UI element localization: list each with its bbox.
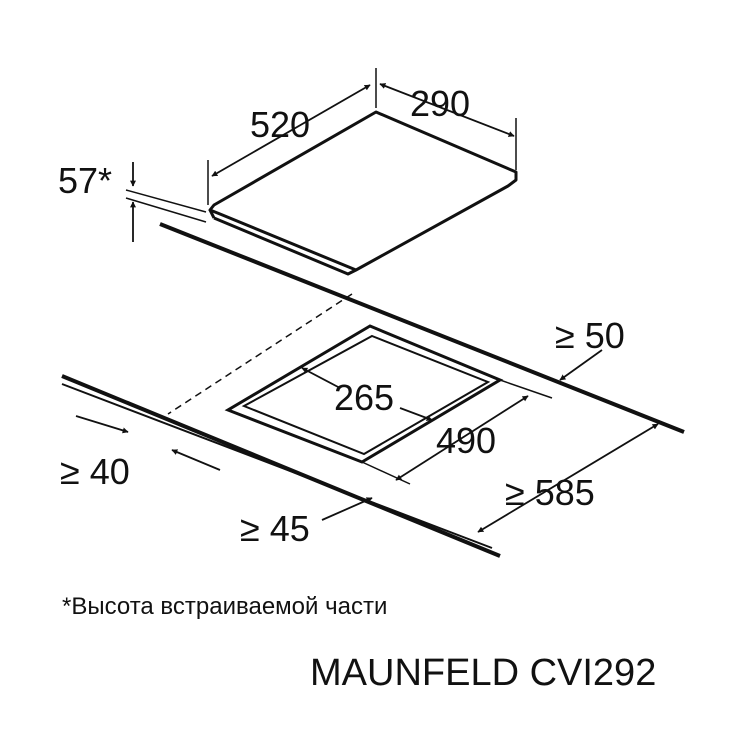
hob-dimension-arrows (130, 83, 515, 242)
arrow-490 (395, 395, 529, 481)
ext-line-height-bottom (125, 197, 207, 223)
label-40: ≥ 40 (60, 451, 130, 492)
arrow-520 (211, 84, 371, 177)
model-name: MAUNFELD CVI292 (310, 652, 657, 694)
label-50: ≥ 50 (555, 315, 625, 356)
cutout (224, 324, 553, 485)
projection-dashed-line (167, 293, 353, 415)
arrow-585 (477, 423, 659, 533)
countertop-rear-edge (159, 222, 685, 434)
label-265: 265 (334, 377, 394, 418)
cutout-inner (241, 334, 491, 456)
countertop (61, 222, 685, 558)
arrow-40-left (75, 415, 129, 434)
countertop-edge-thin (61, 383, 493, 549)
label-520: 520 (250, 104, 310, 145)
label-45: ≥ 45 (240, 508, 310, 549)
clearance-arrows (75, 349, 659, 533)
label-585: ≥ 585 (505, 472, 595, 513)
arrow-50 (559, 349, 603, 381)
ext-line-cutout-right (499, 379, 553, 399)
hob-top-view (125, 68, 518, 276)
ext-line-height-top (125, 189, 207, 213)
label-290: 290 (410, 83, 470, 124)
footnote: *Высота встраиваемой части (62, 593, 388, 620)
arrow-265-left (301, 367, 341, 389)
hob-front-edge (213, 216, 357, 276)
label-57: 57* (58, 160, 112, 201)
ext-line-cutout-bottom (361, 461, 411, 485)
arrow-290 (379, 83, 515, 137)
hob-side-edge (208, 209, 216, 219)
countertop-front-edge (61, 374, 501, 558)
arrow-45 (321, 497, 373, 521)
arrow-40-right (171, 449, 221, 471)
arrow-265-right (399, 407, 433, 421)
label-490: 490 (436, 420, 496, 461)
